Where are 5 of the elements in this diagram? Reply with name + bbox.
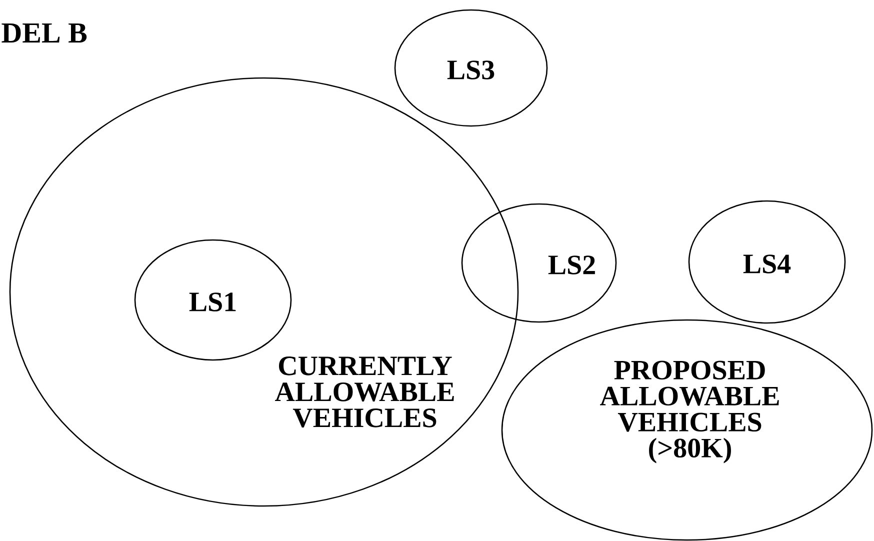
- oval-region: PROPOSED ALLOWABLE VEHICLES (>80K): [501, 319, 873, 541]
- title: DEL B: [2, 23, 87, 43]
- oval-region: LS2: [461, 203, 617, 323]
- oval-region: LS3: [394, 9, 548, 127]
- oval-region: LS4: [688, 200, 846, 324]
